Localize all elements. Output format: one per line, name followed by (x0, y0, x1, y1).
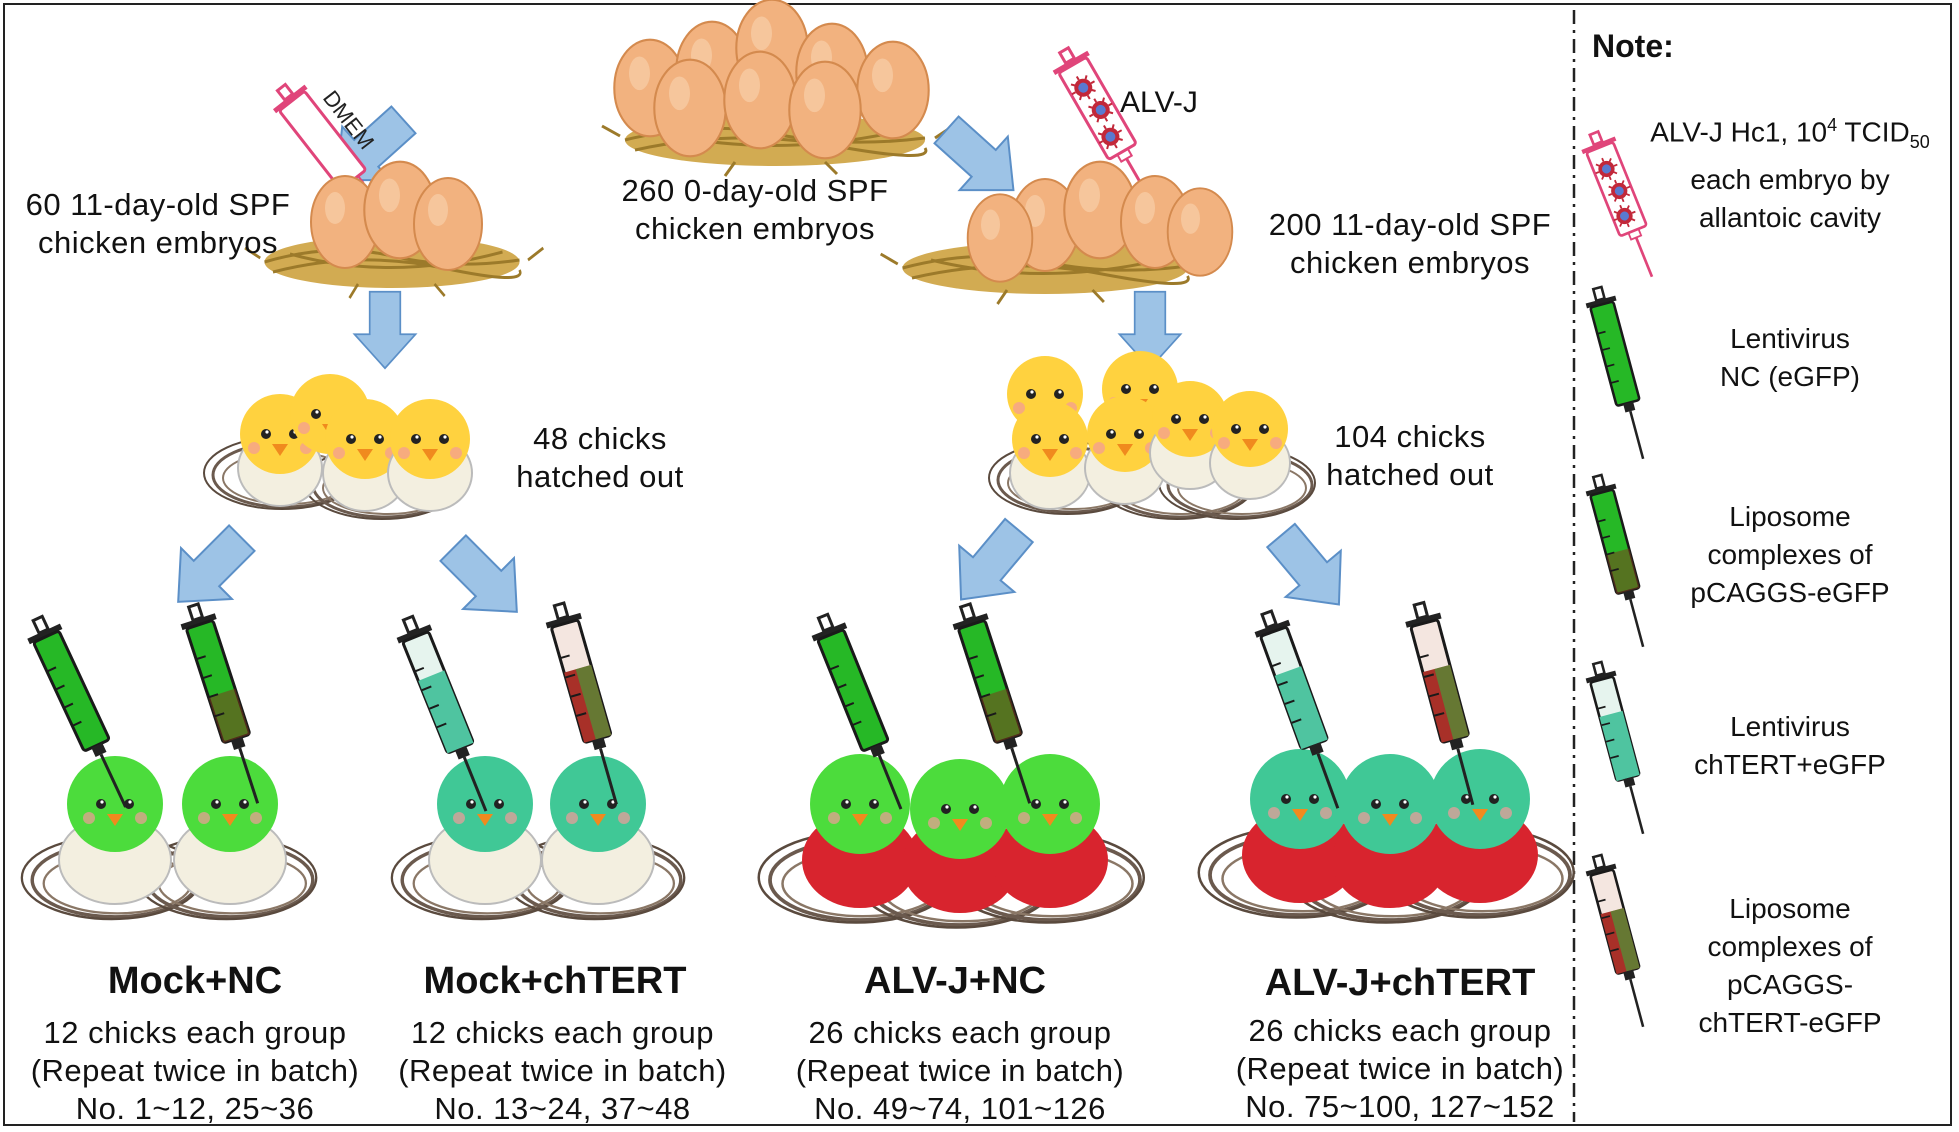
arrow-to-alvj-nc (932, 506, 1048, 624)
group-detail-alvj-nc: 26 chicks each group (Repeat twice in ba… (775, 1014, 1145, 1128)
note-line: Lentivirus (1730, 323, 1850, 354)
right-embryos-label: 200 11-day-old SPF chicken embryos (1268, 207, 1552, 280)
left-embryos-label: 60 11-day-old SPF chicken embryos (25, 187, 291, 260)
note-line: pCAGGS- (1726, 969, 1854, 1000)
note-line: chTERT-eGFP (1698, 1007, 1882, 1038)
note-liposome-egfp-icon (1581, 470, 1660, 653)
group-name-mock-chtert: Mock+chTERT (423, 960, 687, 1002)
group-numbers: No. 13~24, 37~48 (434, 1091, 691, 1126)
note-line: pCAGGS-eGFP (1690, 577, 1890, 608)
note-liposome-chtert-icon (1581, 850, 1660, 1033)
group-name-alvj-nc: ALV-J+NC (864, 960, 1046, 1002)
note-line: chTERT+eGFP (1694, 749, 1886, 780)
note-alvj-line2: each embryo by (1690, 163, 1890, 195)
right-hatched-chicks (987, 351, 1317, 521)
note-lentivirus-nc-icon (1581, 282, 1660, 465)
group-repeat: (Repeat twice in batch) (1235, 1051, 1565, 1086)
note-line: Lentivirus (1730, 711, 1850, 742)
group-numbers: No. 1~12, 25~36 (75, 1091, 315, 1126)
group-name-mock-nc: Mock+NC (107, 960, 283, 1002)
figure-frame (3, 3, 1952, 1126)
alvj-syringe-label: ALV-J (1120, 86, 1198, 119)
group-name-alvj-chtert: ALV-J+chTERT (1264, 962, 1536, 1004)
note-liposome-egfp-text: Liposome complexes of pCAGGS-eGFP (1650, 498, 1930, 612)
group-detail-alvj-chtert: 26 chicks each group (Repeat twice in ba… (1215, 1012, 1585, 1126)
top-egg-nest (600, 0, 955, 178)
group-mock-nc-illustration (19, 598, 318, 921)
note-alvj-text: ALV-J Hc1, 104 TCID50 each embryo by all… (1630, 106, 1950, 237)
group-repeat: (Repeat twice in batch) (30, 1053, 360, 1088)
group-mock-chtert-illustration (389, 597, 686, 921)
note-title: Note: (1592, 28, 1674, 64)
group-count: 12 chicks each group (411, 1015, 714, 1050)
note-line: complexes of (1707, 539, 1873, 570)
note-liposome-chtert-text: Liposome complexes of pCAGGS- chTERT-eGF… (1650, 890, 1930, 1042)
right-embryo-nest (879, 160, 1234, 306)
note-lentivirus-chtert-icon (1581, 657, 1660, 840)
group-count: 12 chicks each group (43, 1015, 347, 1050)
note-lentivirus-nc-text: Lentivirus NC (eGFP) (1650, 320, 1930, 396)
top-embryos-label: 260 0-day-old SPF chicken embryos (621, 173, 889, 246)
arrow-left-down (353, 290, 417, 370)
note-line: NC (eGFP) (1720, 361, 1860, 392)
note-alvj-line1: ALV-J Hc1, 104 TCID50 (1650, 115, 1930, 152)
left-hatched-label: 48 chicks hatched out (516, 421, 684, 494)
arrow-to-mock-chtert (426, 521, 544, 639)
group-detail-mock-nc: 12 chicks each group (Repeat twice in ba… (10, 1014, 380, 1128)
note-line: Liposome (1729, 501, 1851, 532)
group-numbers: No. 49~74, 101~126 (814, 1091, 1106, 1126)
group-numbers: No. 75~100, 127~152 (1245, 1089, 1555, 1124)
note-alvj-line3: allantoic cavity (1698, 201, 1882, 233)
group-repeat: (Repeat twice in batch) (795, 1053, 1125, 1088)
left-hatched-chicks (202, 374, 473, 521)
group-alvj-chtert-illustration (1196, 597, 1576, 925)
group-repeat: (Repeat twice in batch) (398, 1053, 727, 1088)
group-alvj-nc-illustration (756, 598, 1146, 930)
group-detail-mock-chtert: 12 chicks each group (Repeat twice in ba… (380, 1014, 745, 1128)
group-count: 26 chicks each group (1248, 1013, 1552, 1048)
group-count: 26 chicks each group (808, 1015, 1112, 1050)
note-line: Liposome (1729, 893, 1851, 924)
note-line: complexes of (1707, 931, 1873, 962)
right-hatched-label: 104 chicks hatched out (1326, 419, 1494, 492)
note-lentivirus-chtert-text: Lentivirus chTERT+eGFP (1650, 708, 1930, 784)
arrow-to-mock-nc (151, 511, 269, 629)
